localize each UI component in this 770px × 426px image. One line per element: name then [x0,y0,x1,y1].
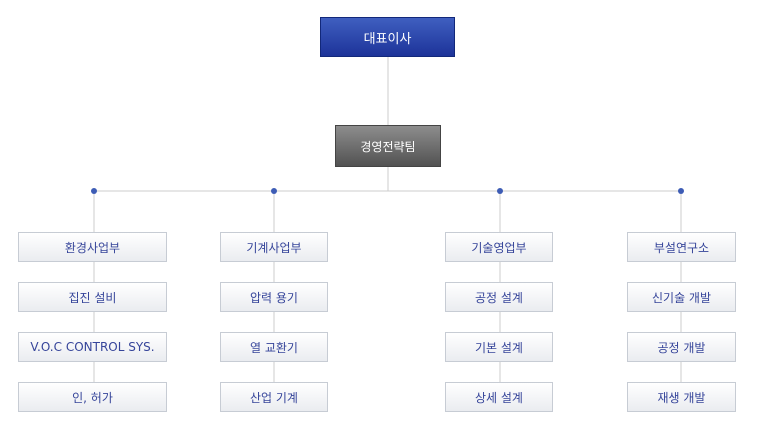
division-box-tech-sales: 기술영업부 [445,232,553,262]
division-box-machinery: 기계사업부 [220,232,328,262]
junction-dot [497,188,503,194]
ceo-box: 대표이사 [320,17,455,57]
unit-box: 압력 용기 [220,282,328,312]
unit-box: 집진 설비 [18,282,167,312]
unit-box: 산업 기계 [220,382,328,412]
junction-dot [271,188,277,194]
unit-box: 재생 개발 [627,382,736,412]
strategy-team-box: 경영전략팀 [335,125,441,167]
unit-box: 기본 설계 [445,332,553,362]
unit-box: 열 교환기 [220,332,328,362]
unit-box: 공정 개발 [627,332,736,362]
unit-box: V.O.C CONTROL SYS. [18,332,167,362]
division-box-environment: 환경사업부 [18,232,167,262]
division-box-research-lab: 부설연구소 [627,232,736,262]
unit-box: 상세 설계 [445,382,553,412]
unit-box: 공정 설계 [445,282,553,312]
unit-box: 신기술 개발 [627,282,736,312]
unit-box: 인, 허가 [18,382,167,412]
junction-dot [678,188,684,194]
junction-dot [91,188,97,194]
